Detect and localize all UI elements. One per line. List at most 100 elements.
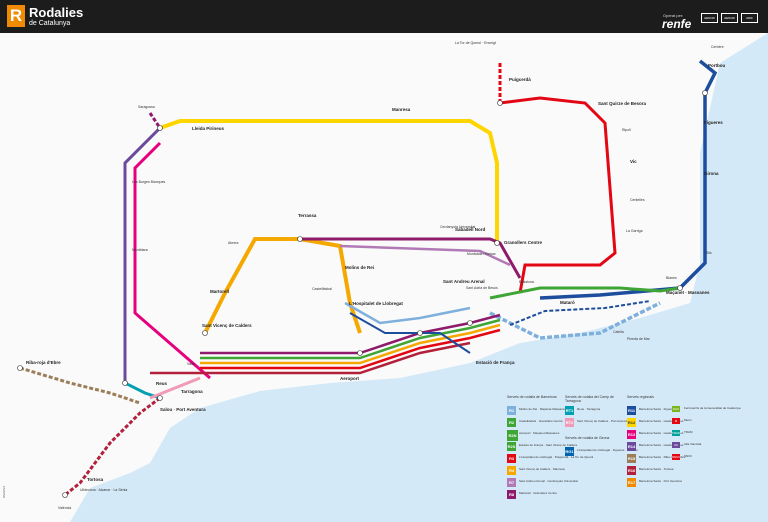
legend-text-r17: Barcelona Sants · Port Aventura <box>639 479 682 483</box>
label-montcada: Montcada i Reixac <box>467 252 496 256</box>
label-ulldecona: Ulldecona · Alcanar · La Sénia <box>80 488 128 492</box>
legend-badge-rg1: RG1 <box>565 447 574 456</box>
line-r11 <box>539 59 718 300</box>
line-r8 <box>300 237 522 279</box>
label-latorre: La Tor de Querol · Enveigt <box>455 41 496 45</box>
legend-badge-r14: R14 <box>627 442 636 451</box>
label-salou: Salou · Port Aventura <box>160 407 206 412</box>
legend-text-r15: Barcelona Sants · Riba-roja d'Ebre <box>639 455 686 459</box>
legend-badge-r13: R13 <box>627 430 636 439</box>
label-centelles: Centelles <box>630 198 645 202</box>
label-les-borges: Les Borges Blanques <box>132 180 166 184</box>
label-valls: Valls <box>187 362 195 366</box>
metro-icon: M <box>672 418 680 424</box>
legend-sym-sncf-text: SNCF <box>684 454 693 458</box>
label-estacio-franca: Estació de França <box>476 360 515 365</box>
label-lhospitalet: L'Hospitalet de Llobregat <box>349 301 403 306</box>
legend-badge-rt2: RT2 <box>565 418 574 427</box>
label-ripoll: Ripoll <box>622 128 631 132</box>
header-bar: R Rodalies de Catalunya Operat per: renf… <box>0 0 768 33</box>
legend-badge-r1: R1 <box>507 406 516 415</box>
line-r3 <box>499 96 617 294</box>
rail-map <box>17 33 768 522</box>
legend-gir-title: Serveis de rodalia de Girona <box>565 436 610 440</box>
sea-area <box>70 33 768 522</box>
legend-badge-r16: R16 <box>627 466 636 475</box>
station-markers <box>17 90 708 498</box>
legend-bcn-title: Serveis de rodalia de Barcelona <box>507 395 557 399</box>
legend-badge-r2s: R2S <box>507 442 516 451</box>
tram-icon: TRAM <box>672 430 681 436</box>
label-molins: Molins de Rei <box>345 265 375 270</box>
label-sant-andreu: Sant Andreu Arenal <box>443 279 485 284</box>
line-r2 <box>489 286 681 300</box>
label-martorell: Martorell <box>210 289 230 294</box>
legend-badge-r12: R12 <box>627 418 636 427</box>
label-puigcerda: Puigcerdà <box>509 77 531 82</box>
legend-text-r8: Martorell · Granollers Centre <box>519 491 558 495</box>
line-r7 <box>339 244 511 267</box>
label-blanes: Blanes <box>666 276 677 280</box>
legend-text-rt1: Reus · Tarragona <box>577 407 601 411</box>
rodalies-logo: R <box>7 5 25 27</box>
label-castellbisbal: Castellbisbal <box>312 287 332 291</box>
legend-badge-r4: R4 <box>507 466 516 475</box>
legend-reg-title: Serveis regionals <box>627 395 654 399</box>
label-figueres: Figueres <box>704 120 723 125</box>
legend-badge-r11: R11 <box>627 406 636 415</box>
label-macanet: Maçanet · Massanes <box>666 290 710 295</box>
legend-text-r3: L'Hospitalet de Llobregat · Puigcerdà · … <box>519 455 594 459</box>
label-valencia: València <box>58 506 72 510</box>
label-cerbere: Cerbère <box>711 45 724 49</box>
line-r12 <box>159 119 499 243</box>
legend-badge-r3: R3 <box>507 454 516 463</box>
label-calella: Calella <box>613 330 624 334</box>
line-r15 <box>19 366 141 405</box>
label-vic: Vic <box>630 159 637 164</box>
brand-subtitle: de Catalunya <box>29 20 71 27</box>
label-abrera: Abrera <box>228 241 239 245</box>
label-sabadell: Sabadell Nord <box>455 227 486 232</box>
aenor-badge-1: AENOR <box>701 13 718 23</box>
label-sant-vicenc: Sant Vicenç de Calders <box>202 323 252 328</box>
line-r4 <box>203 237 362 334</box>
label-girona: Girona <box>704 171 719 176</box>
label-granollers: Granollers Centre <box>504 240 543 245</box>
line-r13 <box>123 126 162 383</box>
label-zaragoza: Saragossa <box>138 105 155 109</box>
legend-badge-rt1: RT1 <box>565 406 574 415</box>
label-badalona: Badalona <box>519 280 534 284</box>
label-reus: Reus <box>156 381 168 386</box>
high-speed-icon: AV <box>672 442 680 448</box>
label-cerdanyola: Cerdanyola Universitat <box>440 225 476 229</box>
label-pineda: Pineda de Mar <box>627 337 650 341</box>
label-mataro: Mataró <box>560 300 575 305</box>
legend-tgn-title: Serveis de rodalia del Camp de Tarragona <box>565 395 614 403</box>
legend-text-r4: Sant Vicenç de Calders · Manresa <box>519 467 565 471</box>
legend-text-rt2: Sant Vicenç de Calders · Port Aventura <box>577 419 630 423</box>
legend: Serveis de rodalia de Barcelona Serveis … <box>492 392 742 512</box>
label-riba-roja: Riba-roja d'Ebre <box>26 360 61 365</box>
line-rt2 <box>149 376 201 400</box>
legend-text-r7: Sant Andreu Arenal · Cerdanyola Universi… <box>519 479 578 483</box>
label-tortosa: Tortosa <box>87 477 104 482</box>
legend-text-r13: Barcelona Sants · Lleida Pirineus <box>639 431 684 435</box>
legend-text-r12: Barcelona Sants · Lleida Pirineus <box>639 419 684 423</box>
adif-badge: ADIF <box>741 13 758 23</box>
legend-text-r1: Molins de Rei · Maçanet-Massanes <box>519 407 567 411</box>
line-r16 <box>64 396 161 497</box>
legend-text-r2s: Estació de França · Sant Vicenç de Calde… <box>519 443 578 447</box>
